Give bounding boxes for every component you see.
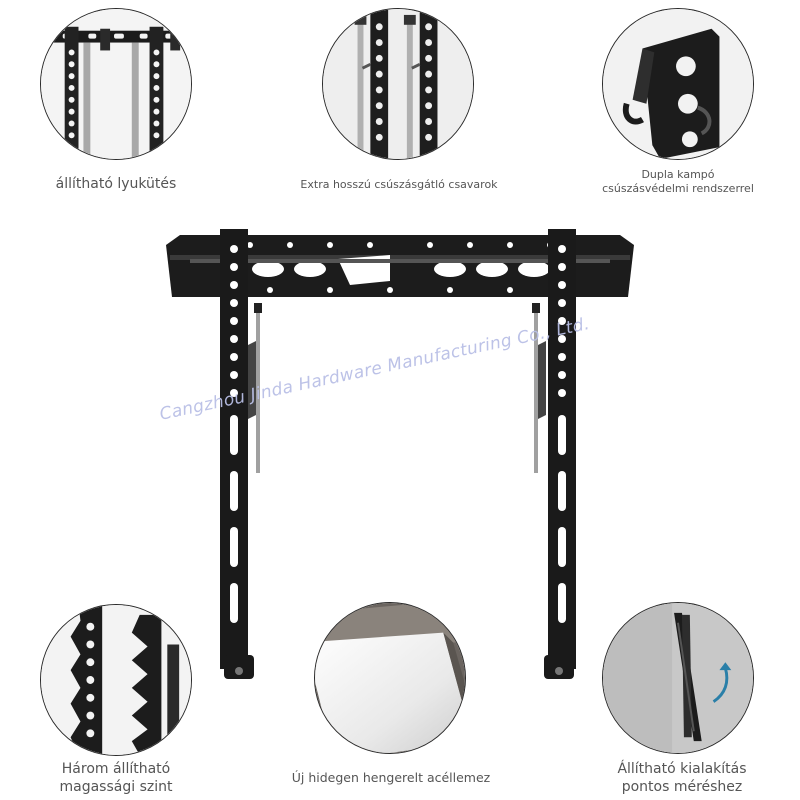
caption-adjustable-punching: állítható lyukütés: [55, 176, 177, 192]
right-vertical-arm: [544, 229, 576, 679]
caption-height-levels: Három állítható magassági szint: [20, 760, 212, 796]
horizontal-wall-plate: [166, 235, 634, 297]
feature-adjustable-punching: [40, 8, 192, 160]
caption-double-hook: Dupla kampó csúszásvédelmi rendszerrel: [588, 168, 768, 197]
feature-cold-rolled-steel: [314, 602, 466, 754]
caption-tilt-adjustment-line2: pontos méréshez: [621, 779, 743, 796]
perforated-rails-icon: [41, 9, 191, 159]
caption-tilt-adjustment: Állítható kialakítás pontos méréshez: [582, 760, 782, 796]
left-vertical-arm: [220, 229, 254, 679]
caption-tilt-adjustment-line1: Állítható kialakítás: [617, 761, 747, 777]
anti-slip-screws-icon: [323, 9, 473, 159]
left-safety-screw: [248, 303, 262, 473]
feature-tilt-adjustment: [602, 602, 754, 754]
steel-sheet-icon: [315, 603, 465, 753]
caption-double-hook-line2: csúszásvédelmi rendszerrel: [602, 182, 754, 196]
feature-height-levels: [40, 604, 192, 756]
caption-cold-rolled-steel: Új hidegen hengerelt acéllemez: [291, 770, 491, 785]
caption-double-hook-line1: Dupla kampó: [641, 168, 715, 181]
feature-anti-slip-screws: [322, 8, 474, 160]
tilt-adjust-icon: [603, 603, 753, 753]
caption-anti-slip-screws: Extra hosszú csúszásgátló csavarok: [300, 178, 498, 191]
tv-wall-mount-bracket: [166, 229, 634, 679]
feature-double-hook: [602, 8, 754, 160]
right-safety-screw: [532, 303, 546, 473]
height-levels-icon: [41, 605, 191, 755]
caption-height-levels-line2: magassági szint: [59, 779, 173, 796]
double-hook-icon: [603, 9, 753, 159]
caption-height-levels-line1: Három állítható: [61, 761, 171, 777]
